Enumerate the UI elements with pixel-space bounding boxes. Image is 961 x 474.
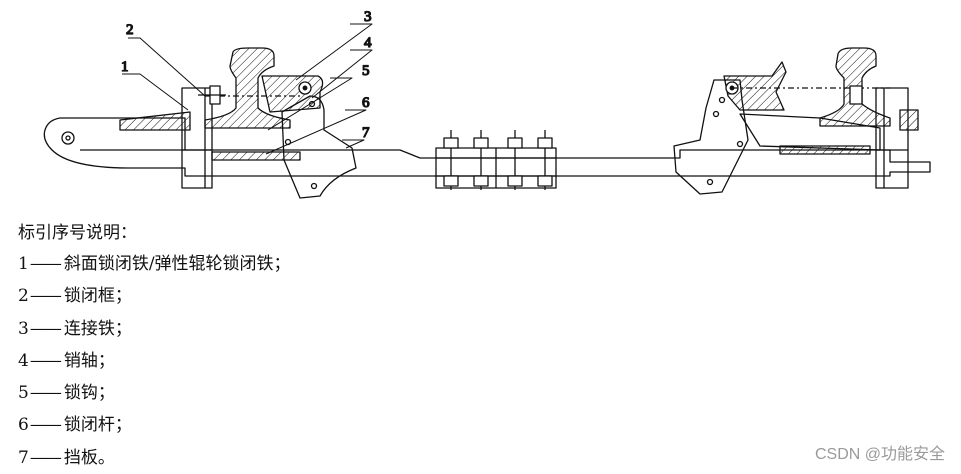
legend-item: 1——斜面锁闭铁/弹性辊轮锁闭铁； bbox=[18, 248, 778, 280]
legend-item-dash: —— bbox=[29, 447, 62, 468]
legend-item-text: 锁钩； bbox=[63, 383, 115, 404]
lock-rod bbox=[43, 117, 931, 177]
legend-item-number: 3 bbox=[18, 318, 29, 339]
legend: 标引序号说明： 1——斜面锁闭铁/弹性辊轮锁闭铁； 2——锁闭框； 3——连接铁… bbox=[18, 218, 778, 474]
legend-item-dash: —— bbox=[29, 383, 62, 404]
callout-3: 3 bbox=[364, 9, 372, 25]
legend-item-dash: —— bbox=[29, 415, 62, 436]
right-rail bbox=[819, 47, 891, 127]
callout-4: 4 bbox=[364, 35, 372, 51]
legend-item-dash: —— bbox=[29, 254, 62, 274]
legend-item-dash: —— bbox=[29, 350, 62, 371]
legend-item-dash: —— bbox=[29, 286, 62, 307]
legend-item-number: 6 bbox=[18, 415, 29, 436]
callout-5: 5 bbox=[362, 63, 370, 79]
legend-item-text: 连接铁； bbox=[63, 318, 132, 339]
callout-1: 1 bbox=[121, 59, 129, 75]
legend-item: 2——锁闭框； bbox=[18, 280, 778, 312]
legend-item: 7——挡板。 bbox=[18, 442, 778, 474]
legend-item-number: 7 bbox=[18, 447, 29, 468]
leader-lines bbox=[122, 23, 373, 155]
legend-item: 3——连接铁； bbox=[18, 313, 778, 345]
callout-2: 2 bbox=[126, 22, 134, 38]
lock-mechanism-drawing: 2 3 4 1 5 6 7 bbox=[43, 8, 931, 199]
legend-item-text: 锁闭框； bbox=[63, 286, 132, 307]
legend-item-text: 挡板。 bbox=[63, 447, 115, 468]
callout-6: 6 bbox=[362, 95, 370, 111]
legend-item: 4——销轴； bbox=[18, 345, 778, 377]
legend-item-text: 斜面锁闭铁/弹性辊轮锁闭铁； bbox=[63, 254, 291, 274]
left-lock-hook bbox=[281, 95, 357, 199]
right-slide-plate bbox=[739, 113, 881, 155]
legend-item-text: 锁闭杆； bbox=[63, 415, 132, 436]
right-connecting-iron bbox=[723, 61, 890, 111]
legend-item-text: 销轴； bbox=[63, 350, 115, 371]
left-connecting-iron bbox=[261, 75, 324, 113]
right-lock-frame bbox=[875, 87, 919, 189]
callout-7: 7 bbox=[362, 125, 370, 141]
legend-item-number: 4 bbox=[18, 350, 29, 371]
center-clamp bbox=[435, 130, 557, 190]
watermark: CSDN @功能安全 bbox=[814, 446, 945, 463]
left-slide-plate bbox=[211, 151, 301, 161]
legend-item-dash: —— bbox=[29, 318, 62, 339]
legend-heading: 标引序号说明： bbox=[18, 223, 137, 243]
legend-item: 5——锁钩； bbox=[18, 377, 778, 409]
legend-item-number: 1 bbox=[18, 254, 29, 274]
legend-item-number: 2 bbox=[18, 286, 29, 307]
legend-item: 6——锁闭杆； bbox=[18, 409, 778, 441]
left-lock-frame bbox=[119, 87, 213, 189]
legend-item-number: 5 bbox=[18, 383, 29, 404]
